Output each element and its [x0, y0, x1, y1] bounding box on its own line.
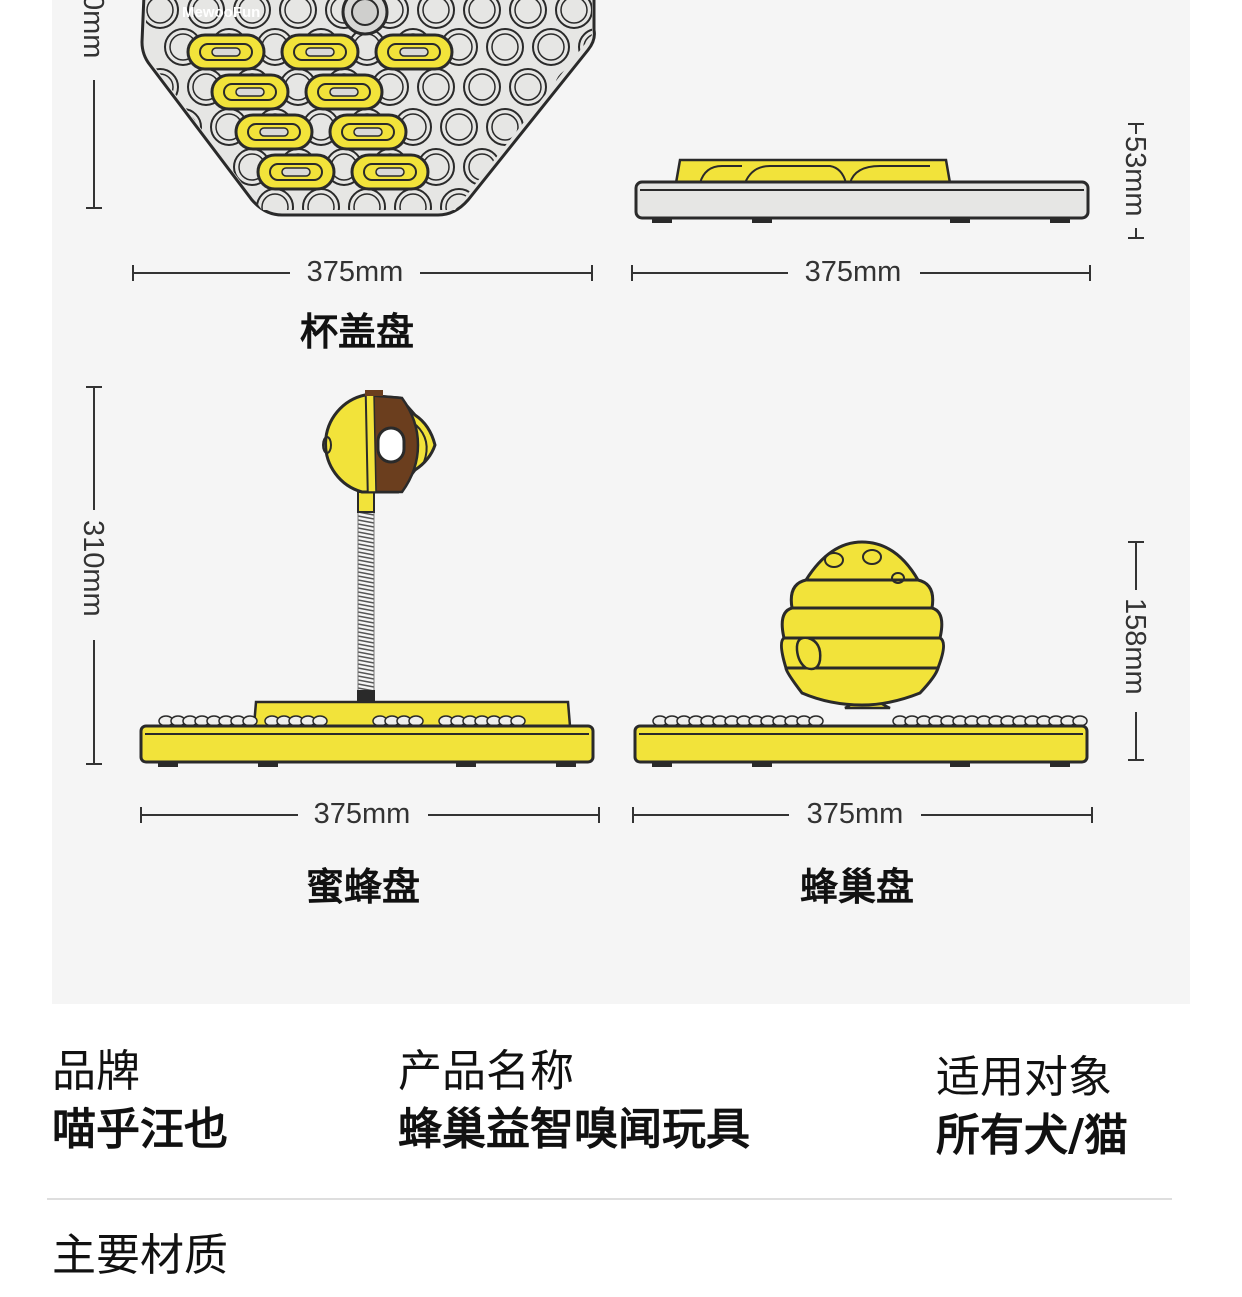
spec-target-value: 所有犬/猫 [936, 1110, 1129, 1161]
bee-head-icon [322, 390, 437, 494]
spec-product-name-value: 蜂巢益智嗅闻玩具 [398, 1104, 750, 1155]
hive-tray-side-view [633, 540, 1089, 767]
hive-tray-width-dimension: 375mm [632, 798, 1093, 830]
cup-lid-height-label: 53mm [1119, 136, 1151, 217]
bee-tray-height-label: 310mm [77, 520, 109, 617]
bee-tray-width-dimension: 375mm [140, 798, 600, 830]
spec-target-label: 适用对象 [936, 1052, 1112, 1103]
spec-material-label: 主要材质 [52, 1230, 228, 1281]
hive-tray-width-label: 375mm [807, 798, 904, 830]
cup-lid-width-dimension: 375mm [132, 256, 593, 288]
section-divider [47, 1198, 1172, 1200]
spec-brand-label: 品牌 [52, 1046, 140, 1097]
cup-lid-tray-side-view [634, 158, 1090, 223]
spec-product-name: 产品名称 蜂巢益智嗅闻玩具 [398, 1044, 750, 1160]
spec-brand: 品牌 喵乎汪也 [52, 1044, 228, 1160]
hive-tray-height-dimension: 158mm [1119, 541, 1151, 761]
bee-tray-dimension: 310mm [77, 386, 109, 765]
cup-lid-depth-label: 375mm [805, 256, 902, 288]
beehive-icon [779, 540, 945, 707]
dimension-illustration: MewooFun 0mm 53mm 375mm 375m [77, 0, 1151, 909]
spec-brand-value: 喵乎汪也 [52, 1104, 228, 1155]
cup-lid-tray-caption: 杯盖盘 [300, 310, 414, 354]
hive-tray-caption: 蜂巢盘 [800, 865, 914, 909]
bee-tray-caption: 蜜蜂盘 [306, 865, 420, 909]
cup-lid-tray-top-view: MewooFun [140, 0, 596, 217]
cup-lid-depth-dimension: 375mm [631, 256, 1091, 288]
spec-material: 主要材质 [52, 1228, 228, 1284]
brand-logo: MewooFun [182, 4, 260, 21]
cup-lid-width-label: 375mm [307, 256, 404, 288]
bee-tray-width-label: 375mm [314, 798, 411, 830]
spec-target: 适用对象 所有犬/猫 [936, 1050, 1128, 1166]
top-left-height-dimension: 0mm [77, 0, 109, 209]
top-left-height-label: 0mm [77, 0, 109, 58]
hive-tray-height-label: 158mm [1119, 598, 1151, 695]
cup-lid-height-dimension: 53mm [1119, 123, 1151, 239]
bee-tray-side-view [139, 390, 595, 767]
spec-product-name-label: 产品名称 [398, 1046, 574, 1097]
